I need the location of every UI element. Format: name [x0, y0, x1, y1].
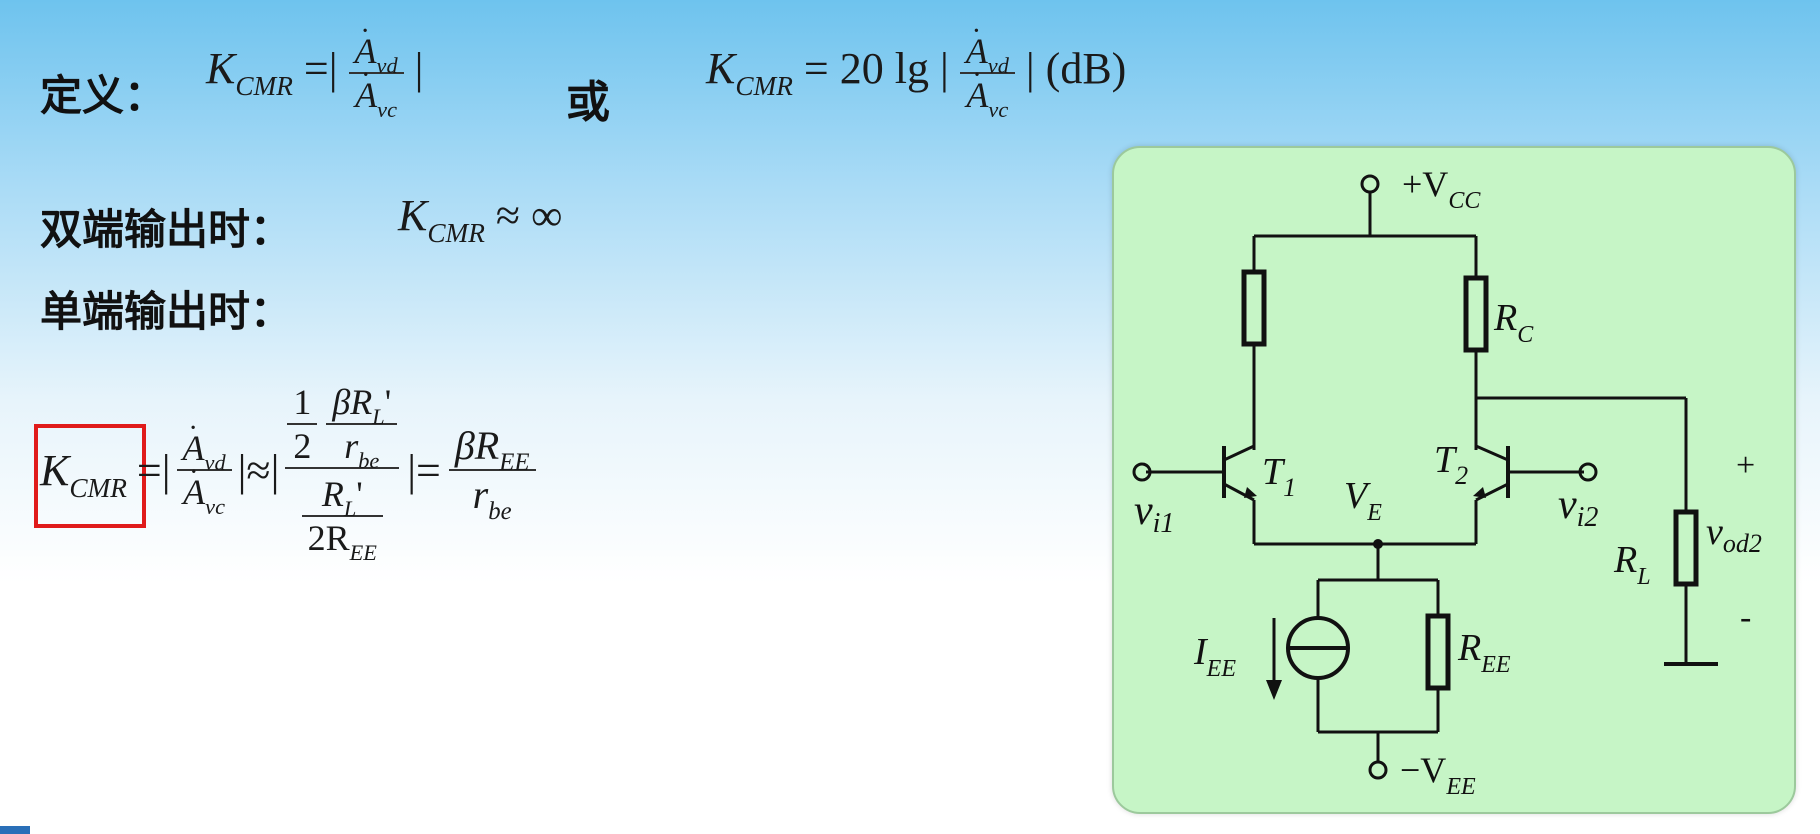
cmr-highlight-box: [34, 424, 146, 528]
svg-text:T2: T2: [1434, 439, 1468, 490]
compound-fraction: 1 2 βRL' rbe βRRL' 2REE: [285, 381, 400, 565]
svg-text:IEE: IEE: [1193, 631, 1236, 682]
vi1-terminal: [1132, 462, 1152, 482]
emitter-node: [1373, 539, 1383, 549]
double-ended-label: 双端输出时：: [40, 205, 293, 254]
differential-amplifier-circuit: +VCC RC T1 T2 VE vi1 vi2 RL vod2 + - IEE…: [1132, 164, 1762, 800]
iee-label: I: [1193, 631, 1209, 673]
svg-text:REE: REE: [1457, 627, 1511, 678]
t2-label: T: [1434, 439, 1458, 481]
vcc-terminal: [1360, 174, 1380, 194]
result-fraction: βREE rbe: [448, 422, 536, 525]
vee-label: −V: [1400, 750, 1446, 790]
t1-emitter-arrow: [1244, 487, 1257, 498]
svg-text:+VCC: +VCC: [1402, 164, 1481, 214]
bottom-corner-mark: [0, 826, 30, 834]
svg-text:−VEE: −VEE: [1400, 750, 1476, 800]
svg-text:T1: T1: [1262, 451, 1296, 502]
svg-text:vi2: vi2: [1558, 482, 1598, 533]
iee-arrow: [1266, 680, 1282, 700]
single-ended-formula: KCMR =| Avd Avc |≈| 1 2 βRL' rbe βRRL' 2…: [40, 340, 536, 600]
plus-label: +: [1736, 447, 1755, 484]
vcc-label: +V: [1402, 164, 1448, 204]
svg-text:VE: VE: [1344, 475, 1382, 526]
definition-label: 定义：: [40, 71, 167, 120]
vee-terminal: [1368, 760, 1388, 780]
circuit-panel: +VCC RC T1 T2 VE vi1 vi2 RL vod2 + - IEE…: [1112, 146, 1796, 814]
ree-label: R: [1457, 627, 1481, 669]
t2-emitter-arrow: [1473, 487, 1486, 498]
left-collector-resistor: [1241, 269, 1267, 347]
svg-text:vi1: vi1: [1134, 488, 1174, 539]
vod2-label: v: [1706, 511, 1723, 553]
single-ended-label: 单端输出时：: [40, 287, 293, 336]
svg-text:RC: RC: [1493, 297, 1534, 348]
t1-label: T: [1262, 451, 1286, 493]
svg-text:vod2: vod2: [1706, 511, 1762, 558]
vi2-label: v: [1558, 482, 1577, 528]
rl-label: R: [1613, 539, 1637, 581]
vi2-terminal: [1578, 462, 1598, 482]
rc-label: R: [1493, 297, 1517, 339]
db-ratio-fraction: Avd Avc: [959, 30, 1015, 122]
rl-resistor: [1673, 509, 1699, 587]
rc-resistor: [1463, 275, 1489, 353]
svg-text:RL: RL: [1613, 539, 1651, 590]
a-ratio-fraction: Avd Avc: [176, 427, 232, 519]
ree-resistor: [1425, 613, 1451, 691]
db-formula: KCMR = 20 lg | Avd Avc | (dB): [706, 30, 1126, 122]
or-label: 或: [566, 77, 610, 128]
vi1-label: v: [1134, 488, 1153, 534]
definition-formula: KCMR =| Avd Avc |: [206, 30, 423, 122]
minus-label: -: [1740, 599, 1751, 636]
ratio-fraction: Avd Avc: [348, 30, 404, 122]
double-ended-formula: KCMR ≈ ∞: [398, 191, 563, 249]
ve-label: V: [1344, 475, 1371, 517]
